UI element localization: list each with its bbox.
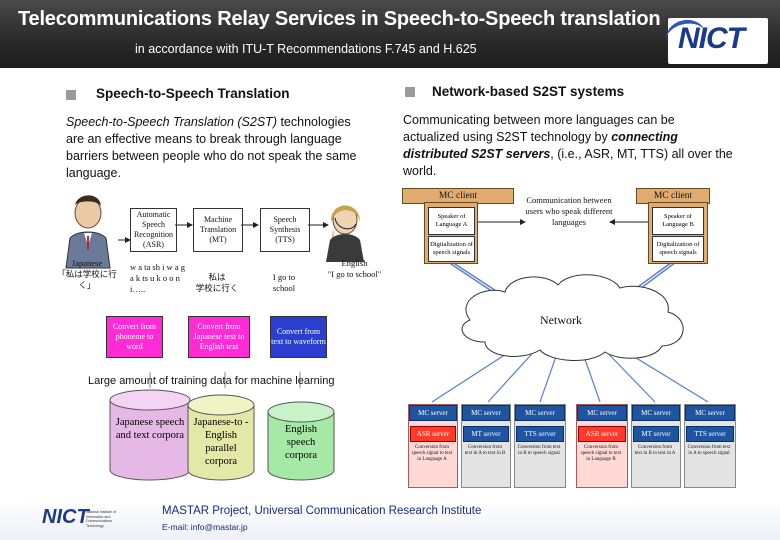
input-language-label: Japanese「私は学校に行く」 <box>52 258 122 291</box>
mt-server-2: MT server <box>633 426 679 442</box>
mc-server-4: MC server <box>577 405 627 421</box>
mc-server-2: MC server <box>462 405 510 421</box>
page-subtitle: in accordance with ITU-T Recommendations… <box>135 42 477 56</box>
communication-label: Communication between users who speak di… <box>525 195 613 227</box>
mc-server-1: MC server <box>409 405 457 421</box>
output-text: "I go to school" <box>327 269 382 279</box>
nict-logo: NICT <box>662 16 768 64</box>
convert-text-box: Convert from Japanese text to English te… <box>188 316 250 358</box>
corpus-cylinder-1 <box>109 389 191 481</box>
bullet-square-icon <box>405 87 415 97</box>
speaker-a-box: Speaker of Language A <box>428 207 475 235</box>
right-section-title: Network-based S2ST systems <box>432 84 625 99</box>
english-speaker-icon <box>326 205 364 262</box>
s2st-term: Speech-to-Speech Translation (S2ST) <box>66 115 277 129</box>
right-section-paragraph: Communicating between more languages can… <box>403 113 733 178</box>
romaji-text: w a ta sh i w a g a k ts u k o o n i….. <box>130 262 186 294</box>
tts-box: Speech Synthesis (TTS) <box>260 208 310 252</box>
mc-client-left: MC client <box>402 188 514 204</box>
mc-server-5: MC server <box>632 405 680 421</box>
left-paragraph-rest: technologies are an effective means to b… <box>66 115 357 180</box>
corpus3-label: English speech corpora <box>284 424 318 461</box>
distributed-servers-term: connecting distributed S2ST servers <box>403 130 678 161</box>
network-label: Network <box>540 313 582 327</box>
mt-server-1: MT server <box>463 426 509 442</box>
header-banner: Telecommunications Relay Services in Spe… <box>0 0 780 68</box>
tts-server-2: TTS server <box>686 426 734 442</box>
speaker-b-box: Speaker of Language B <box>652 207 704 235</box>
japanese-speaker-icon <box>65 195 111 269</box>
server-note-6: Conversion from text in A to speech sign… <box>687 445 731 456</box>
left-section-title: Speech-to-Speech Translation <box>96 86 290 101</box>
corpus2-label: Japanese-to -English parallel corpora <box>193 417 249 467</box>
input-text: 「私は学校に行く」 <box>57 269 117 290</box>
left-section-paragraph: Speech-to-Speech Translation (S2ST) tech… <box>66 114 366 182</box>
server-note-1: Conversion from speech signal to text in… <box>411 445 453 462</box>
logo-text: NICT <box>678 22 745 55</box>
server-note-5: Conversion from text in B to text in A <box>634 445 676 456</box>
mc-server-3: MC server <box>515 405 565 421</box>
output-language-label: English"I go to school" <box>322 258 387 280</box>
digitization-a-box: Digitalization of speech signals <box>428 236 475 262</box>
corpus1-label: Japanese speech and text corpora <box>115 417 185 441</box>
mc-server-6: MC server <box>685 405 735 421</box>
footer-logo-caption: National Institute of Information and Co… <box>86 510 116 528</box>
asr-box: Automatic Speech Recognition (ASR) <box>130 208 177 252</box>
footer-bar <box>0 500 780 540</box>
page-title: Telecommunications Relay Services in Spe… <box>18 8 661 30</box>
jp-text: 私は学校に行く <box>195 272 239 293</box>
footer-logo-text: NICT <box>42 506 89 528</box>
en-text: I go to school <box>272 272 296 293</box>
mt-box: Machine Translation (MT) <box>193 208 243 252</box>
server-note-2: Conversion from text in A to text in B <box>464 445 506 456</box>
asr-server-2: ASR server <box>578 426 626 442</box>
footer-project: MASTAR Project, Universal Communication … <box>162 505 482 517</box>
convert-waveform-box: Convert from text to waveform <box>270 316 327 358</box>
footer-email: E-mail: info@mastar.jp <box>162 522 248 532</box>
server-note-3: Conversion from text in B to speech sign… <box>517 445 561 456</box>
digitization-b-box: Digitalization of speech signals <box>652 236 704 262</box>
footer-logo: NICT National Institute of Information a… <box>42 506 118 534</box>
corpus-cylinder-2 <box>187 394 255 481</box>
asr-server-1: ASR server <box>410 426 456 442</box>
corpus-cylinder-3 <box>267 401 335 481</box>
training-caption: Large amount of training data for machin… <box>88 375 335 387</box>
tts-server-1: TTS server <box>516 426 564 442</box>
server-note-4: Conversion from speech signal to text in… <box>580 445 622 462</box>
network-cloud-icon <box>461 274 684 361</box>
bullet-square-icon <box>66 90 76 100</box>
convert-phoneme-box: Convert from phoneme to word <box>106 316 163 358</box>
